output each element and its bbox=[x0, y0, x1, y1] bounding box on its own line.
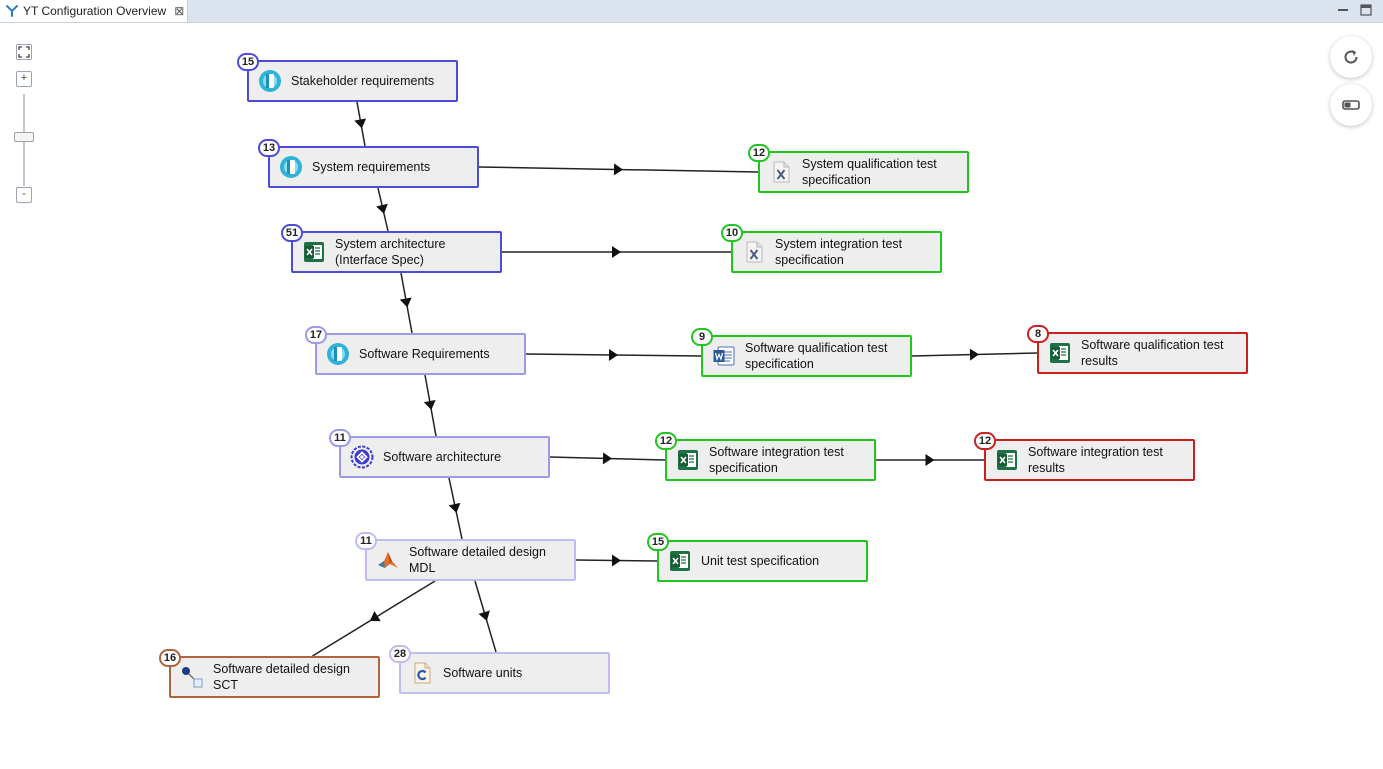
node-label: Software qualification test results bbox=[1081, 338, 1224, 368]
fit-screen-icon bbox=[18, 46, 30, 58]
c-source-icon bbox=[414, 662, 431, 684]
edge-arrowhead bbox=[369, 611, 381, 622]
matlab-icon bbox=[378, 552, 398, 568]
node-label: System qualification test specification bbox=[802, 157, 937, 187]
edge-arrowhead bbox=[925, 454, 935, 466]
statechart-icon bbox=[182, 667, 203, 688]
node-label: Software qualification test specificatio… bbox=[745, 341, 888, 371]
doors-icon bbox=[280, 156, 302, 178]
count-badge: 9 bbox=[691, 328, 713, 346]
minimize-icon[interactable] bbox=[1336, 3, 1350, 17]
count-badge: 51 bbox=[281, 224, 303, 242]
count-badge: 13 bbox=[258, 139, 280, 157]
node-label: Unit test specification bbox=[701, 554, 820, 568]
count-badge: 11 bbox=[355, 532, 377, 550]
node-label: Software units bbox=[443, 666, 523, 680]
zoom-out-button[interactable]: - bbox=[16, 187, 32, 203]
count-badge: 17 bbox=[305, 326, 327, 344]
node-software-integration-test-results[interactable]: Software integration test results 12 bbox=[974, 432, 1195, 481]
node-software-architecture[interactable]: Software architecture 11 bbox=[329, 429, 550, 478]
node-label: Stakeholder requirements bbox=[291, 74, 435, 88]
node-label: Software detailed design SCT bbox=[213, 662, 350, 692]
xml-file-icon bbox=[773, 161, 790, 183]
xml-file-icon bbox=[746, 241, 763, 263]
node-label: Software Requirements bbox=[359, 347, 490, 361]
edge-arrowhead bbox=[354, 118, 367, 129]
close-tab-icon[interactable]: ⊠ bbox=[174, 4, 185, 18]
node-software-integration-test-spec[interactable]: Software integration test specification … bbox=[655, 432, 876, 481]
node-software-requirements[interactable]: Software Requirements 17 bbox=[305, 326, 526, 375]
toggle-view-button[interactable] bbox=[1330, 84, 1372, 126]
node-label: System integration test specification bbox=[775, 237, 903, 267]
zoom-slider-handle[interactable] bbox=[14, 132, 34, 142]
node-system-requirements[interactable]: System requirements 13 bbox=[258, 139, 479, 188]
node-label: System requirements bbox=[312, 160, 431, 174]
edge-arrowhead bbox=[602, 452, 612, 465]
node-label: Software integration test results bbox=[1028, 445, 1163, 475]
edge-arrowhead bbox=[613, 163, 623, 176]
node-software-units[interactable]: Software units 28 bbox=[389, 645, 610, 694]
doors-icon bbox=[327, 343, 349, 365]
count-badge: 12 bbox=[655, 432, 677, 450]
fit-to-screen-button[interactable] bbox=[16, 44, 32, 60]
editor-tab-bar: YT Configuration Overview ⊠ bbox=[0, 0, 1383, 23]
refresh-button[interactable] bbox=[1330, 36, 1372, 78]
node-software-qualification-test-spec[interactable]: Software qualification test specificatio… bbox=[691, 328, 912, 377]
node-stakeholder-requirements[interactable]: Stakeholder requirements 15 bbox=[237, 53, 458, 102]
count-badge: 15 bbox=[237, 53, 259, 71]
excel-icon bbox=[997, 450, 1017, 470]
zoom-in-button[interactable]: + bbox=[16, 71, 32, 87]
count-badge: 10 bbox=[721, 224, 743, 242]
tab-yt-configuration-overview[interactable]: YT Configuration Overview ⊠ bbox=[0, 0, 188, 22]
node-software-detailed-design-sct[interactable]: Software detailed design SCT 16 bbox=[159, 649, 380, 698]
excel-icon bbox=[670, 551, 690, 571]
excel-icon bbox=[1050, 343, 1070, 363]
count-badge: 8 bbox=[1027, 325, 1049, 343]
node-label: System architecture (Interface Spec) bbox=[335, 237, 446, 267]
node-system-qualification-test-spec[interactable]: System qualification test specification … bbox=[748, 144, 969, 193]
tab-title: YT Configuration Overview bbox=[23, 4, 167, 18]
node-label: Software integration test specification bbox=[709, 445, 844, 475]
count-badge: 28 bbox=[389, 645, 411, 663]
excel-icon bbox=[304, 242, 324, 262]
node-system-integration-test-spec[interactable]: System integration test specification 10 bbox=[721, 224, 942, 273]
node-label: Software architecture bbox=[383, 450, 502, 464]
count-badge: 11 bbox=[329, 429, 351, 447]
node-software-qualification-test-results[interactable]: Software qualification test results 8 bbox=[1027, 325, 1248, 374]
edge-arrowhead bbox=[478, 610, 490, 621]
toggle-icon bbox=[1342, 100, 1360, 110]
architecture-model-icon bbox=[350, 445, 374, 469]
edge-arrowhead bbox=[423, 400, 436, 410]
node-label: Software detailed design MDL bbox=[409, 545, 546, 575]
maximize-icon[interactable] bbox=[1359, 3, 1373, 17]
node-system-architecture[interactable]: System architecture (Interface Spec) 51 bbox=[281, 224, 502, 273]
word-icon bbox=[713, 346, 735, 366]
edge-arrowhead bbox=[969, 348, 979, 361]
excel-icon bbox=[678, 450, 698, 470]
yt-logo-icon bbox=[6, 5, 18, 17]
edge-arrowhead bbox=[399, 297, 412, 308]
edge-arrowhead bbox=[611, 554, 621, 567]
count-badge: 12 bbox=[974, 432, 996, 450]
edge-arrowhead bbox=[448, 502, 461, 513]
refresh-icon bbox=[1344, 50, 1358, 64]
edge-arrowhead bbox=[608, 348, 618, 361]
doors-icon bbox=[259, 70, 281, 92]
edge-arrowhead bbox=[376, 203, 388, 214]
edge-arrowhead bbox=[612, 246, 621, 258]
count-badge: 12 bbox=[748, 144, 770, 162]
count-badge: 16 bbox=[159, 649, 181, 667]
node-unit-test-specification[interactable]: Unit test specification 15 bbox=[647, 533, 868, 582]
node-software-detailed-design-mdl[interactable]: Software detailed design MDL 11 bbox=[355, 532, 576, 581]
count-badge: 15 bbox=[647, 533, 669, 551]
